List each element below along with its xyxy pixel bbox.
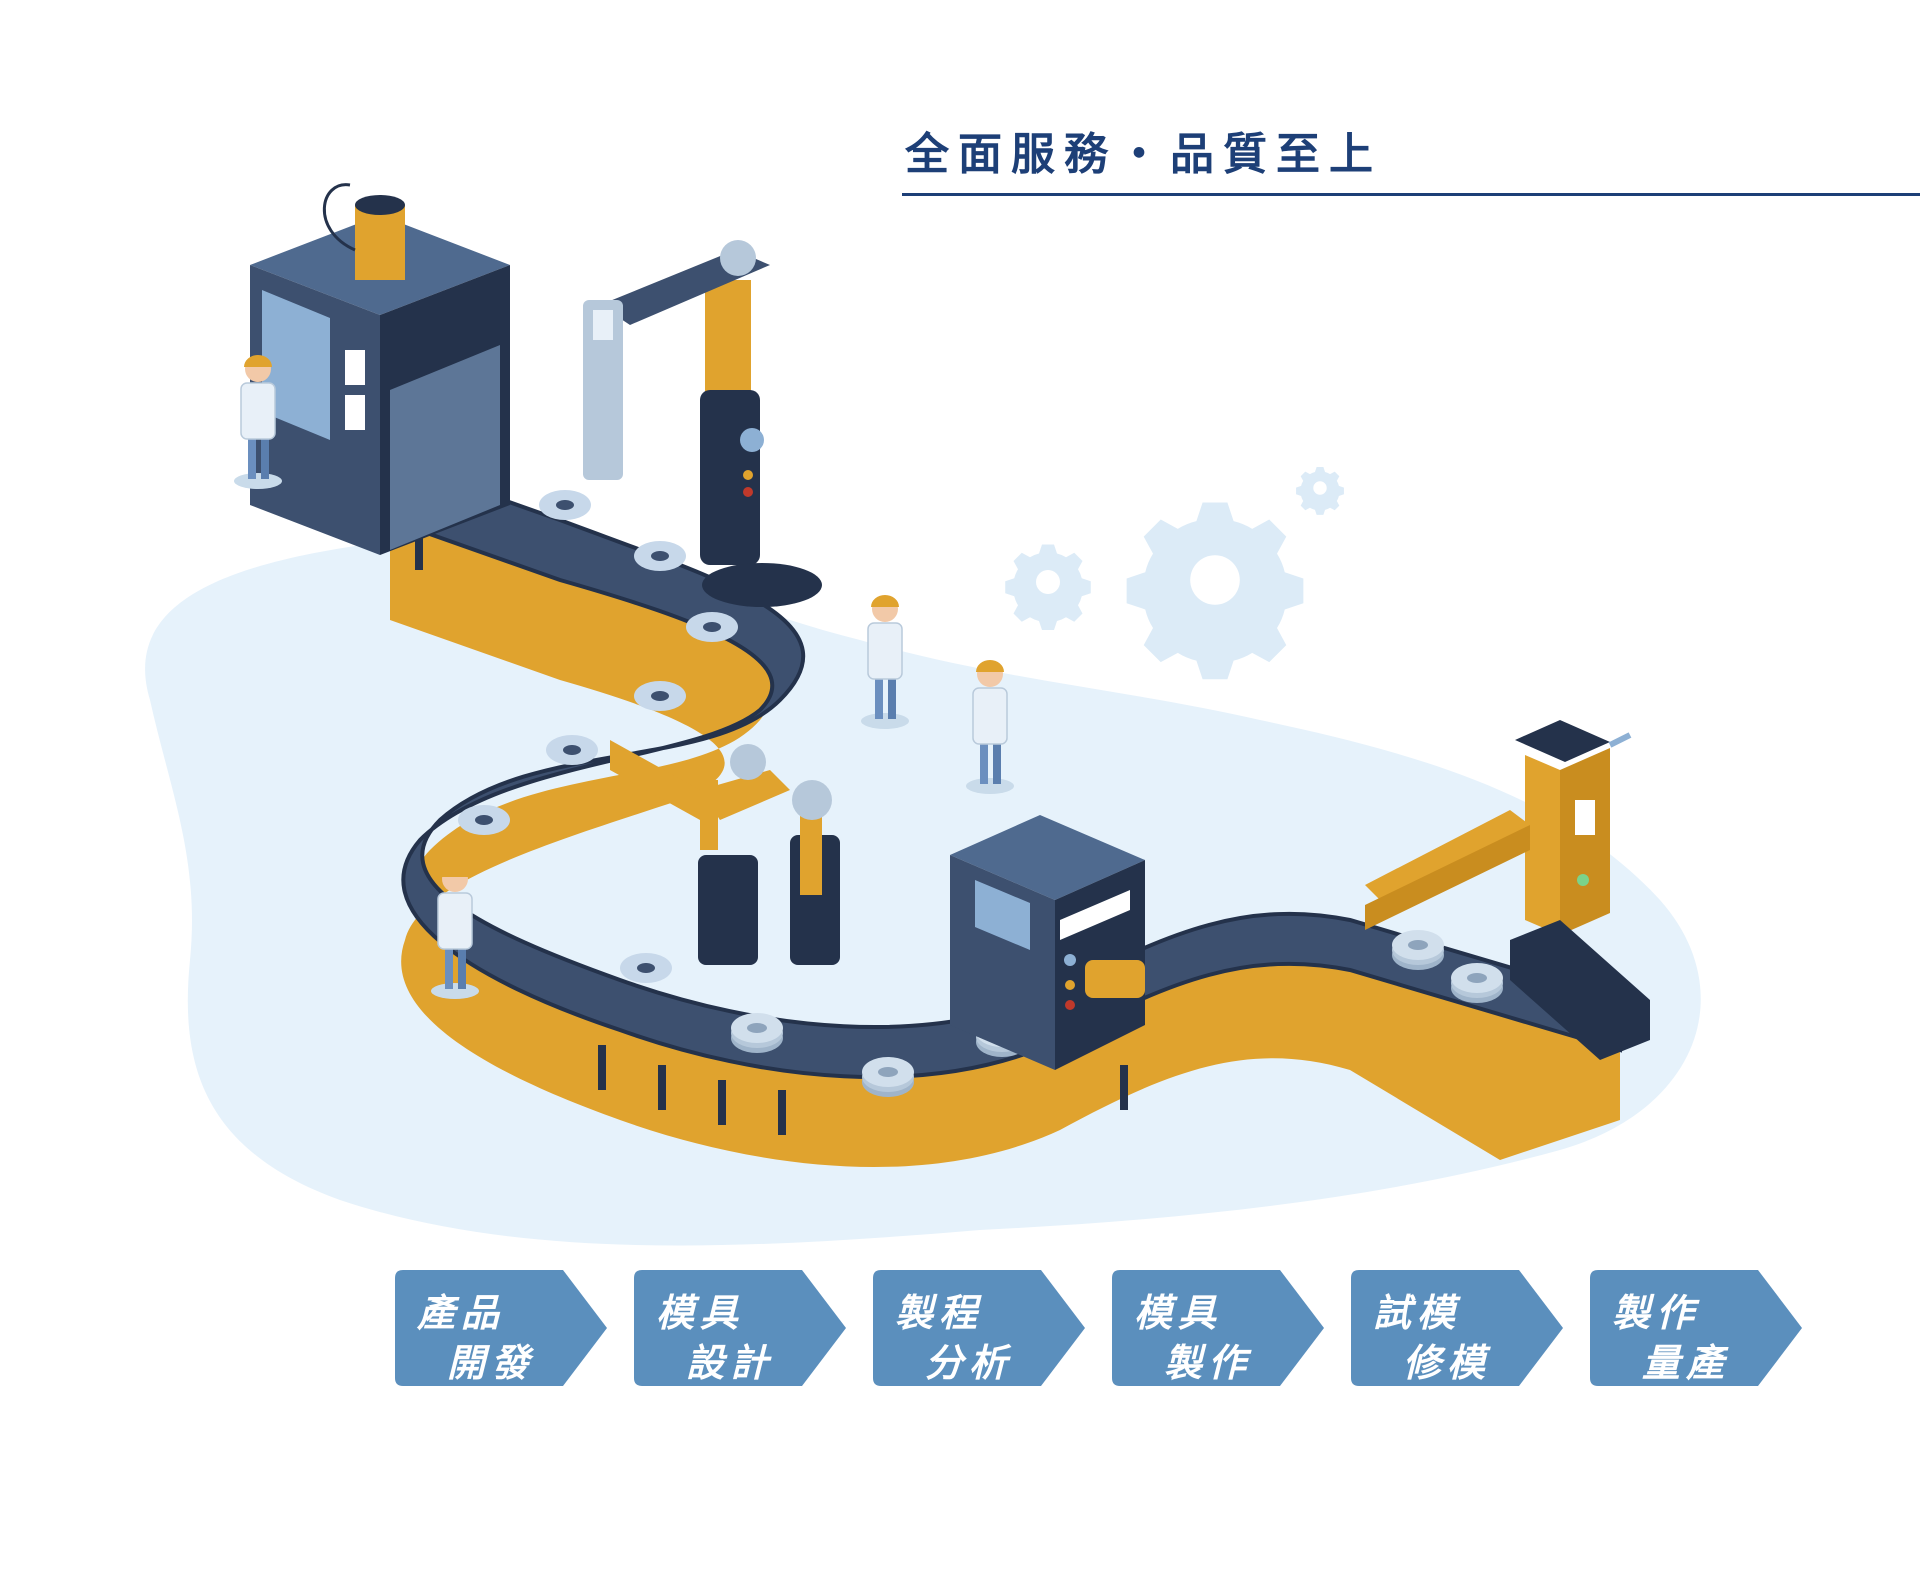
step-label-line2: 修模	[1403, 1341, 1492, 1385]
step-label-line2: 分析	[925, 1341, 1014, 1385]
step-label-line1: 產品	[417, 1291, 506, 1335]
process-step-3[interactable]: 製程 分析	[873, 1270, 1093, 1386]
step-label-line2: 製作	[1164, 1341, 1253, 1385]
page-title: 全面服務・品質至上	[905, 129, 1382, 180]
step-label-line1: 模具	[1134, 1291, 1223, 1335]
process-step-4[interactable]: 模具 製作	[1112, 1270, 1332, 1386]
step-arrow-shape	[395, 1270, 607, 1386]
step-arrow-shape	[634, 1270, 846, 1386]
step-arrow-shape	[873, 1270, 1085, 1386]
step-arrow-shape	[1112, 1270, 1324, 1386]
step-label-line1: 製作	[1612, 1291, 1701, 1335]
step-arrow-shape	[1351, 1270, 1563, 1386]
step-label-line2: 量產	[1642, 1341, 1731, 1385]
process-step-1[interactable]: 產品 開發	[395, 1270, 615, 1386]
process-step-2[interactable]: 模具 設計	[634, 1270, 854, 1386]
step-label-line2: 開發	[447, 1341, 536, 1385]
step-label-line2: 設計	[686, 1341, 775, 1385]
step-label-line1: 模具	[656, 1291, 745, 1335]
step-arrow-shape	[1590, 1270, 1802, 1386]
process-step-6[interactable]: 製作 量產	[1590, 1270, 1810, 1386]
step-label-line1: 試模	[1373, 1291, 1462, 1335]
title-divider	[902, 193, 1920, 196]
step-label-line1: 製程	[895, 1291, 984, 1335]
process-step-5[interactable]: 試模 修模	[1351, 1270, 1571, 1386]
